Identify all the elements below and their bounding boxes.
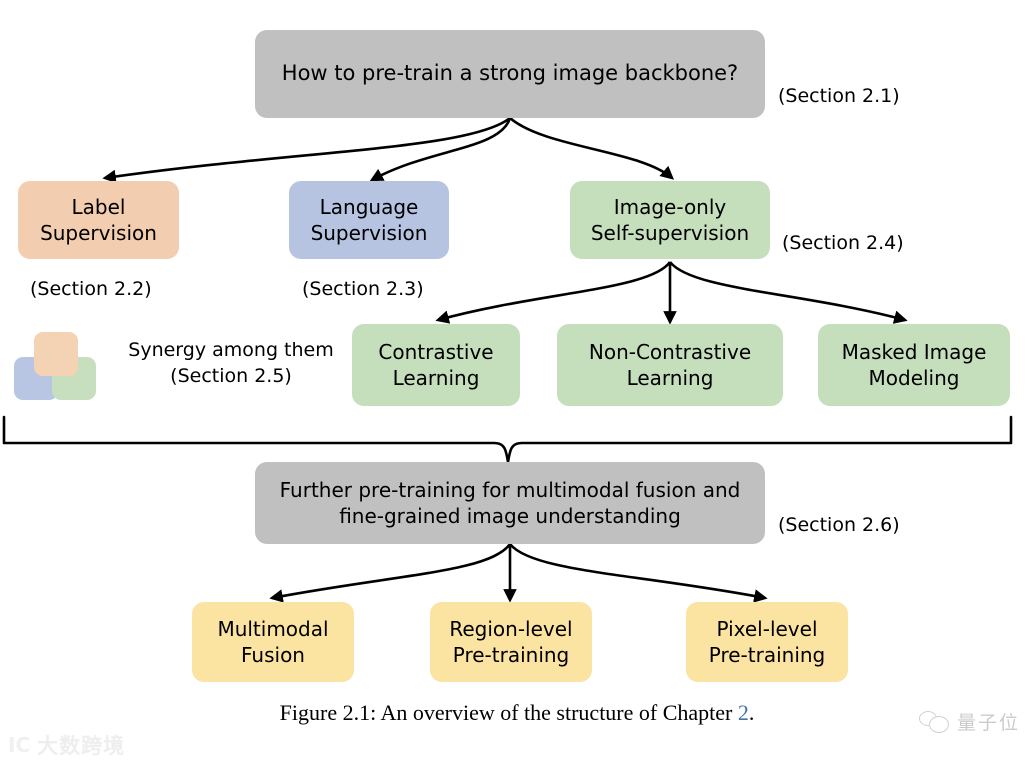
node-label-supervision[interactable]: Label Supervision bbox=[18, 181, 179, 259]
node-further-pretraining[interactable]: Further pre-training for multimodal fusi… bbox=[255, 462, 765, 544]
section-label-root: (Section 2.1) bbox=[778, 85, 900, 107]
figure-caption: Figure 2.1: An overview of the structure… bbox=[0, 700, 1034, 726]
node-masked-image-modeling[interactable]: Masked Image Modeling bbox=[818, 324, 1010, 406]
watermark-right: 量子位 bbox=[918, 708, 1020, 735]
section-label-image-only: (Section 2.4) bbox=[782, 232, 904, 254]
node-image-only-self-supervision[interactable]: Image-only Self-supervision bbox=[570, 181, 770, 259]
node-contrastive-learning[interactable]: Contrastive Learning bbox=[352, 324, 520, 406]
node-non-contrastive-learning[interactable]: Non-Contrastive Learning bbox=[557, 324, 783, 406]
figure-caption-prefix: Figure 2.1: An overview of the structure… bbox=[279, 700, 738, 725]
section-label-language-supervision: (Section 2.3) bbox=[302, 278, 424, 300]
synergy-swatch-orange bbox=[34, 332, 78, 376]
synergy-caption: Synergy among them (Section 2.5) bbox=[128, 339, 334, 387]
watermark-left-text: 大数跨境 bbox=[37, 734, 126, 758]
figure-caption-chapter-ref[interactable]: 2 bbox=[737, 700, 749, 725]
watermark-left-mark-icon: IC bbox=[8, 733, 31, 757]
figure-caption-suffix: . bbox=[748, 700, 755, 725]
node-pixel-level-pretraining[interactable]: Pixel-level Pre-training bbox=[686, 602, 848, 682]
section-label-label-supervision: (Section 2.2) bbox=[30, 278, 152, 300]
wechat-icon bbox=[918, 710, 949, 733]
node-region-level-pretraining[interactable]: Region-level Pre-training bbox=[430, 602, 592, 682]
synergy-swatch-icon bbox=[14, 332, 98, 402]
node-multimodal-fusion[interactable]: Multimodal Fusion bbox=[192, 602, 354, 682]
watermark-left: IC 大数跨境 bbox=[8, 730, 125, 760]
section-label-further-pretraining: (Section 2.6) bbox=[778, 514, 900, 536]
node-language-supervision[interactable]: Language Supervision bbox=[289, 181, 449, 259]
node-root[interactable]: How to pre-train a strong image backbone… bbox=[255, 30, 765, 118]
watermark-right-text: 量子位 bbox=[956, 712, 1020, 734]
